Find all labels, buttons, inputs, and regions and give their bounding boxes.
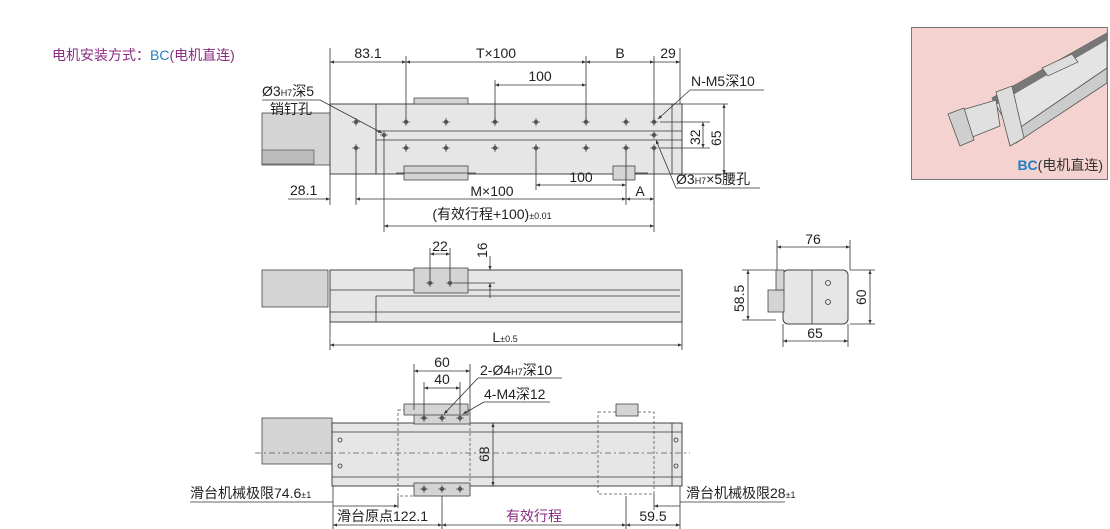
dim-a: A: [635, 183, 645, 199]
slider: [413, 267, 469, 294]
dim-59-5: 59.5: [639, 508, 666, 524]
stroke-plus-100: (有效行程+100)±0.01: [432, 206, 551, 222]
limit-right: 滑台机械极限28±1: [686, 485, 796, 501]
dim-60-bottom: 60: [434, 354, 450, 370]
dim-b: B: [615, 45, 624, 61]
thumbnail-caption: BC(电机直连): [1017, 157, 1103, 173]
n-m5-label: N-M5深10: [691, 73, 755, 89]
dim-60: 60: [853, 289, 869, 305]
dim-32: 32: [687, 129, 703, 145]
dim-76: 76: [805, 231, 821, 247]
top-view: 83.1 T×100 B 29 100 Ø3H7深5 销钉孔 N-M5深10 3…: [261, 45, 764, 232]
dim-22: 22: [432, 238, 448, 254]
dim-40: 40: [434, 371, 450, 387]
limit-left: 滑台机械极限74.6±1: [190, 485, 311, 501]
dim-68: 68: [476, 446, 492, 462]
slider-origin: 滑台原点122.1: [337, 508, 428, 524]
mount-method-title: 电机安装方式：BC(电机直连): [52, 47, 235, 63]
dim-28-1: 28.1: [290, 182, 317, 198]
limit-sensors: [396, 165, 648, 181]
actuator-body: [375, 103, 683, 175]
hole-spec-m4: 4-M4深12: [484, 386, 546, 402]
actuator-isometric-image: [947, 32, 1107, 147]
effective-stroke: 有效行程: [506, 508, 562, 524]
hole-spec-dowel: 2-Ø4H7深10: [480, 362, 552, 378]
slot-hole-spec: Ø3H7×5腰孔: [676, 171, 750, 187]
mounting-thumbnail: BC(电机直连): [911, 27, 1108, 180]
end-view: 76 60 58.5 65: [731, 231, 875, 347]
dim-29: 29: [660, 45, 676, 61]
side-view: 22 16 L±0.5: [261, 238, 683, 350]
dim-65-end: 65: [807, 325, 823, 341]
dim-83-1: 83.1: [354, 45, 381, 61]
dim-16: 16: [474, 242, 490, 258]
dim-m-100: M×100: [470, 183, 513, 199]
dim-65: 65: [708, 130, 724, 146]
bottom-view: 60 40 2-Ø4H7深10 4-M4深12 68 滑台机械极限74.6±1 …: [190, 354, 796, 529]
dim-100-top: 100: [528, 68, 552, 84]
dim-t-100: T×100: [476, 45, 516, 61]
pin-hole-label: 销钉孔: [270, 101, 312, 117]
pin-hole-spec: Ø3H7深5: [262, 83, 314, 99]
dim-100-bottom: 100: [569, 169, 593, 185]
dim-58-5: 58.5: [731, 285, 747, 312]
dim-l: L±0.5: [492, 329, 517, 345]
